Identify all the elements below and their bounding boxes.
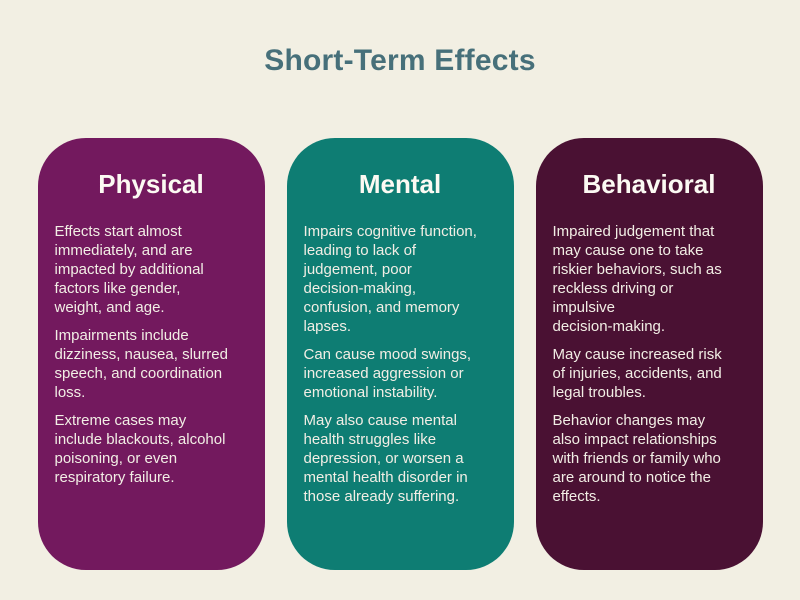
card-physical-paragraph-2: Impairments include dizziness, nausea, s… (54, 327, 228, 402)
card-mental-paragraph-2: Can cause mood swings, increased aggress… (303, 346, 472, 402)
card-mental-paragraph-3: May also cause mental health struggles l… (303, 412, 468, 506)
card-behavioral-title: Behavioral (582, 169, 716, 199)
card-mental-title: Mental (358, 169, 442, 199)
card-physical-paragraph-1: Effects start almost immediately, and ar… (54, 223, 204, 317)
card-physical-title: Physical (98, 169, 204, 199)
card-behavioral-paragraph-2: May cause increased risk of injuries, ac… (552, 346, 722, 402)
cards-row: Physical Effects start almost immediatel… (0, 138, 800, 570)
card-behavioral-paragraph-1: Impaired judgement that may cause one to… (552, 223, 722, 336)
card-mental-paragraph-1: Impairs cognitive function, leading to l… (303, 223, 477, 336)
card-mental: Mental Impairs cognitive function, leadi… (286, 138, 514, 570)
page-title: Short-Term Effects (264, 44, 536, 77)
card-physical-paragraph-3: Extreme cases may include blackouts, alc… (54, 412, 226, 487)
card-physical: Physical Effects start almost immediatel… (37, 138, 265, 570)
card-behavioral-paragraph-3: Behavior changes may also impact relatio… (552, 412, 721, 506)
card-behavioral: Behavioral Impaired judgement that may c… (535, 138, 763, 570)
